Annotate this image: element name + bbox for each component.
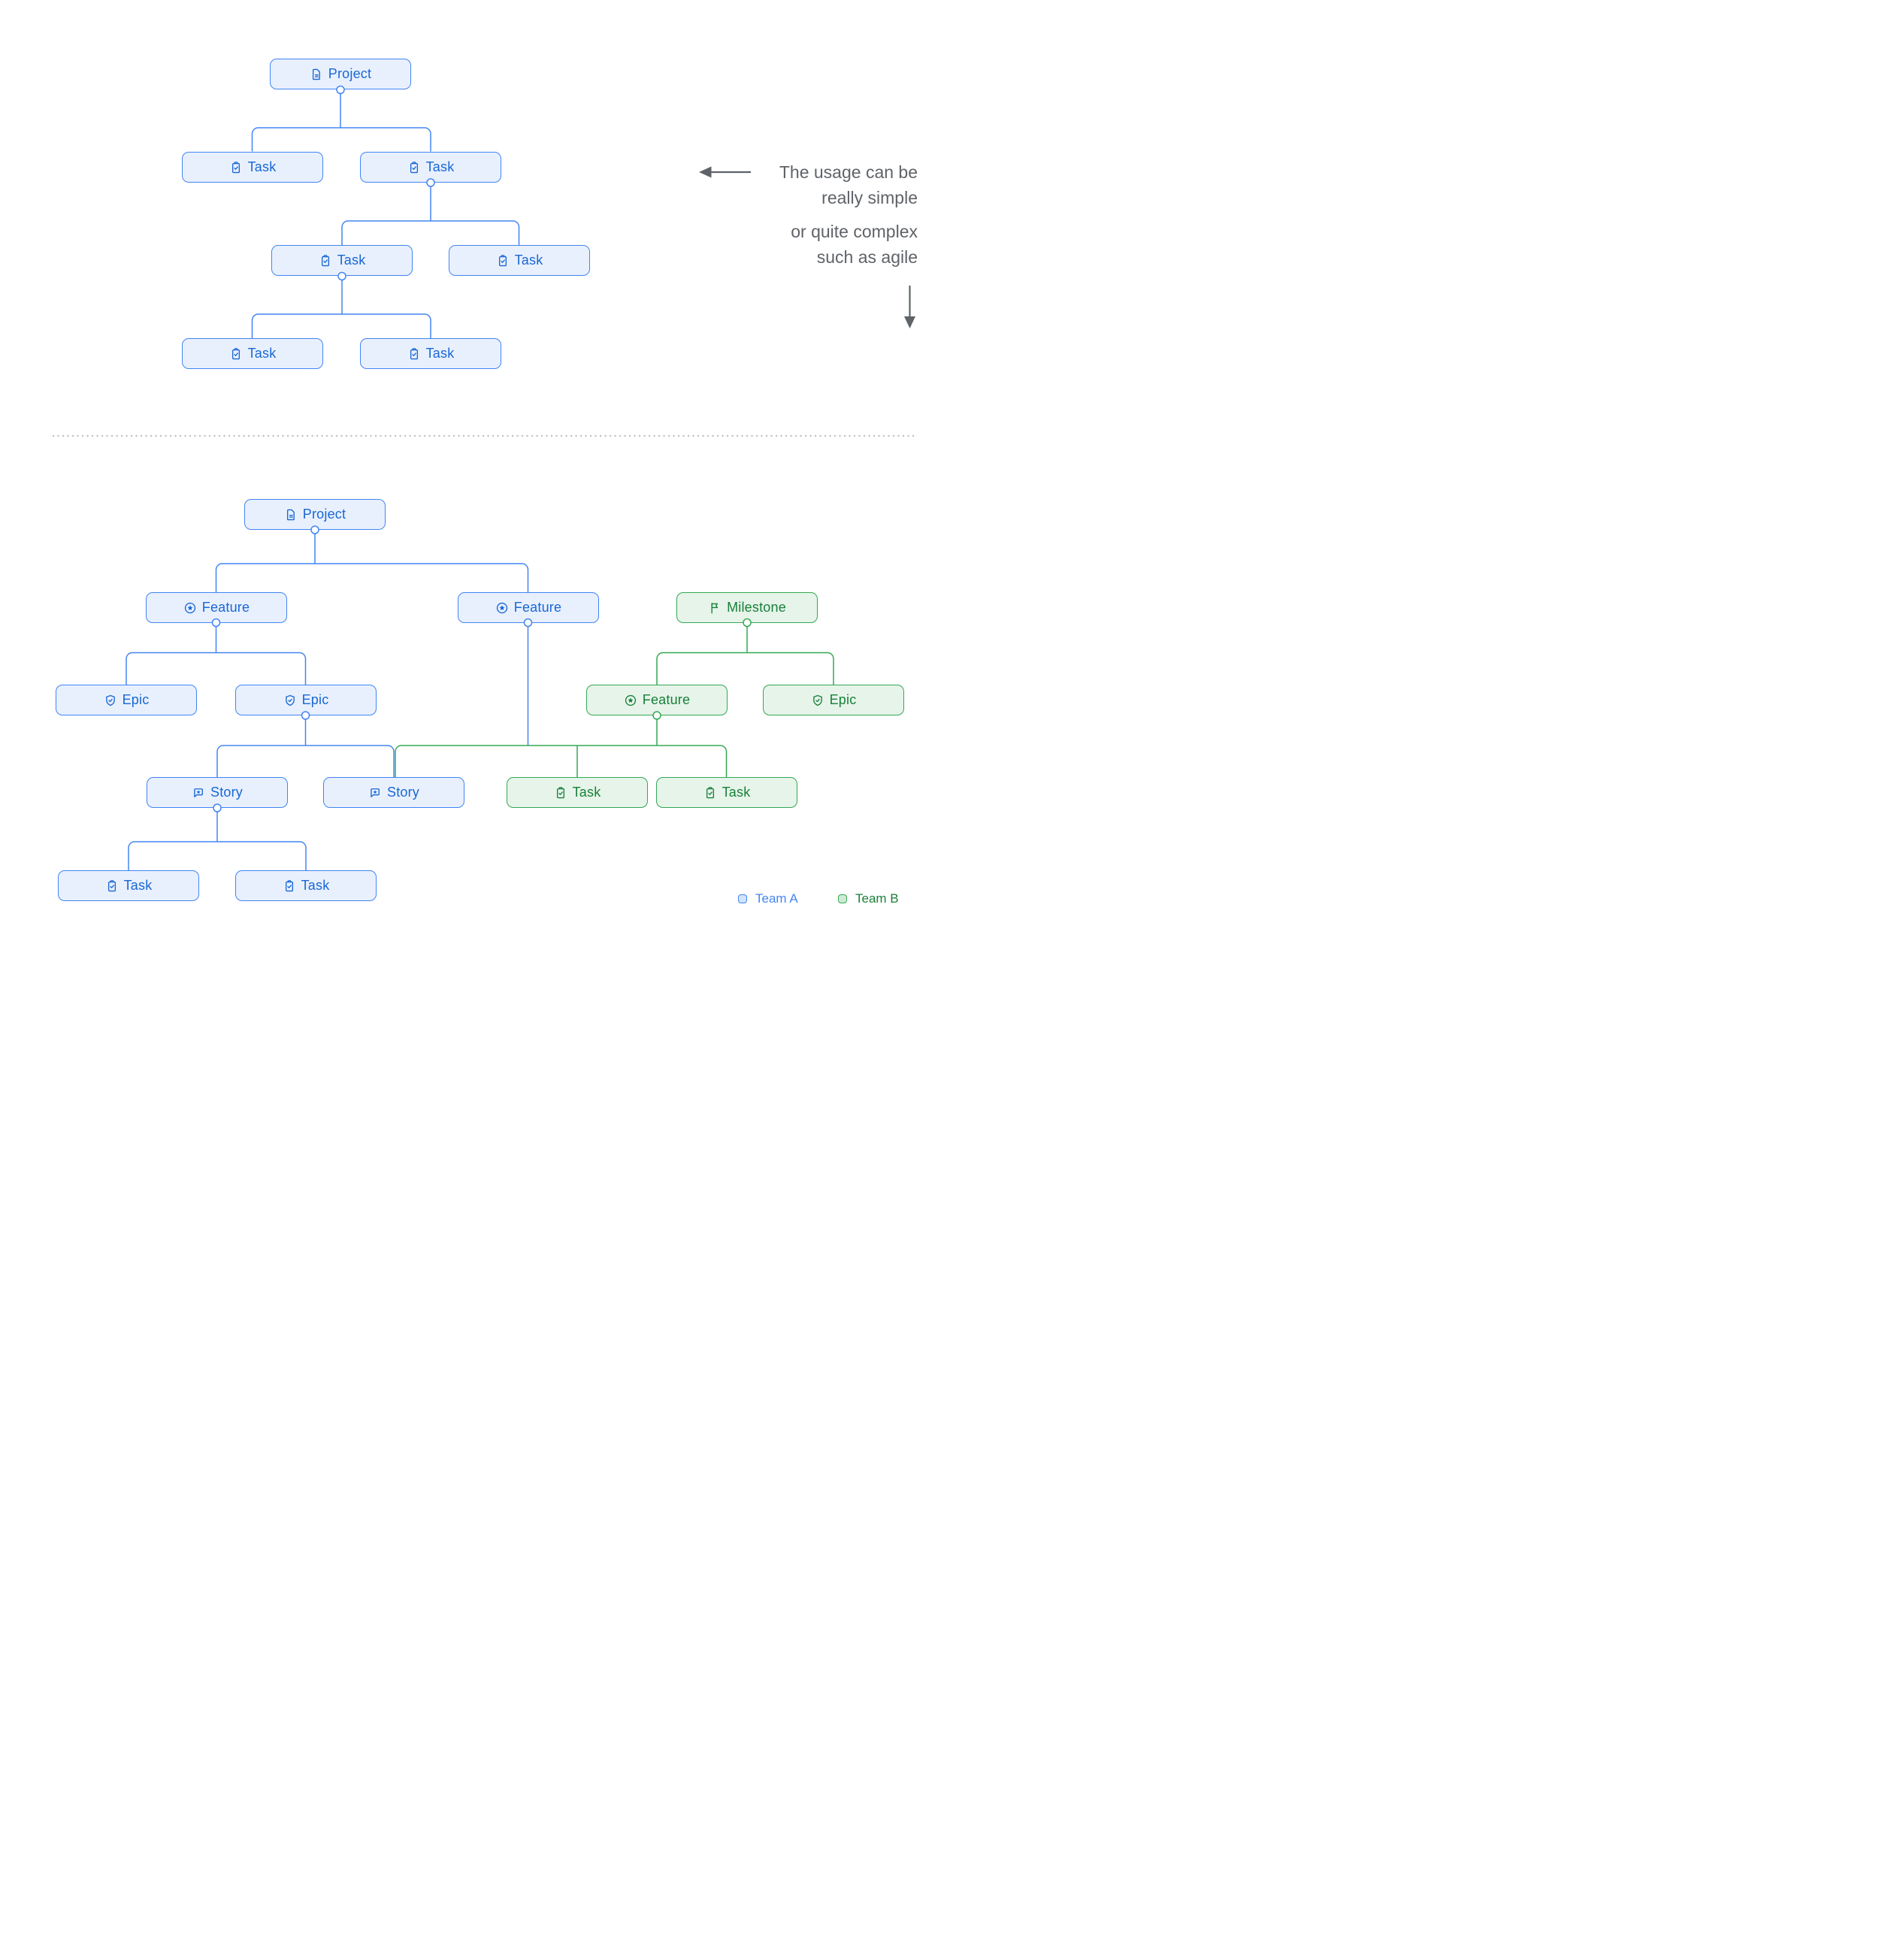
node-label: Epic <box>122 692 150 707</box>
node-label: Task <box>247 346 277 361</box>
node-task: Task <box>182 338 323 369</box>
node-task: Task <box>360 152 501 183</box>
node-label: Feature <box>201 600 250 615</box>
node-label: Milestone <box>727 600 786 615</box>
node-project: Project <box>244 499 386 530</box>
node-feature: Feature <box>146 592 287 623</box>
node-project: Project <box>270 59 411 89</box>
node-label: Task <box>247 159 277 174</box>
left-arrow-icon <box>699 166 751 178</box>
node-label: Feature <box>513 600 562 615</box>
node-task: Task <box>235 870 377 901</box>
connector-dots-layer <box>211 85 752 812</box>
feature-icon <box>183 601 197 615</box>
node-label: Task <box>337 253 366 268</box>
legend-team-b-label: Team B <box>855 891 899 906</box>
task-icon <box>229 161 243 174</box>
document-icon <box>310 68 323 81</box>
node-epic: Epic <box>56 685 197 715</box>
legend-team-a-label: Team A <box>755 891 798 906</box>
node-task: Task <box>58 870 199 901</box>
node-epic: Epic <box>235 685 377 715</box>
node-label: Epic <box>301 692 329 707</box>
task-icon <box>319 254 332 268</box>
node-task: Task <box>507 777 648 808</box>
node-label: Task <box>722 785 751 800</box>
node-epic: Epic <box>763 685 904 715</box>
connector-lines-layer <box>52 93 919 870</box>
node-label: Story <box>386 785 419 800</box>
annotation-note-simple: The usage can be really simple <box>779 162 918 207</box>
task-icon <box>229 347 243 361</box>
node-label: Task <box>425 346 455 361</box>
task-icon <box>407 161 421 174</box>
node-task: Task <box>656 777 797 808</box>
feature-icon <box>624 694 637 707</box>
epic-icon <box>811 694 824 707</box>
node-label: Story <box>210 785 243 800</box>
node-label: Epic <box>829 692 857 707</box>
node-label: Task <box>514 253 543 268</box>
node-task: Task <box>182 152 323 183</box>
node-feature: Feature <box>458 592 599 623</box>
legend-team-a: Team A <box>738 891 798 906</box>
node-label: Task <box>123 878 153 893</box>
node-feature: Feature <box>586 685 728 715</box>
annotation-note-complex: or quite complex such as agile <box>791 222 918 267</box>
epic-icon <box>104 694 117 707</box>
node-label: Task <box>301 878 330 893</box>
team-a-swatch-icon <box>738 894 747 903</box>
story-icon <box>192 786 205 800</box>
feature-icon <box>495 601 509 615</box>
task-icon <box>283 879 296 893</box>
node-task: Task <box>360 338 501 369</box>
team-b-swatch-icon <box>838 894 847 903</box>
node-label: Project <box>328 66 372 81</box>
down-arrow-icon <box>904 286 915 328</box>
node-label: Task <box>572 785 601 800</box>
task-icon <box>703 786 717 800</box>
node-label: Project <box>302 507 346 522</box>
legend-team-b: Team B <box>838 891 899 906</box>
legend: Team A Team B <box>0 891 952 906</box>
task-icon <box>496 254 510 268</box>
node-milestone: Milestone <box>676 592 818 623</box>
node-story: Story <box>147 777 288 808</box>
document-icon <box>284 508 298 522</box>
node-story: Story <box>323 777 464 808</box>
milestone-icon <box>708 601 722 615</box>
task-icon <box>554 786 567 800</box>
node-label: Task <box>425 159 455 174</box>
task-icon <box>105 879 119 893</box>
node-label: Feature <box>642 692 691 707</box>
story-icon <box>368 786 382 800</box>
task-icon <box>407 347 421 361</box>
node-task: Task <box>271 245 413 276</box>
epic-icon <box>283 694 297 707</box>
diagram-canvas: Project Task Task Task Task Task Task Th… <box>0 0 952 980</box>
node-task: Task <box>449 245 590 276</box>
